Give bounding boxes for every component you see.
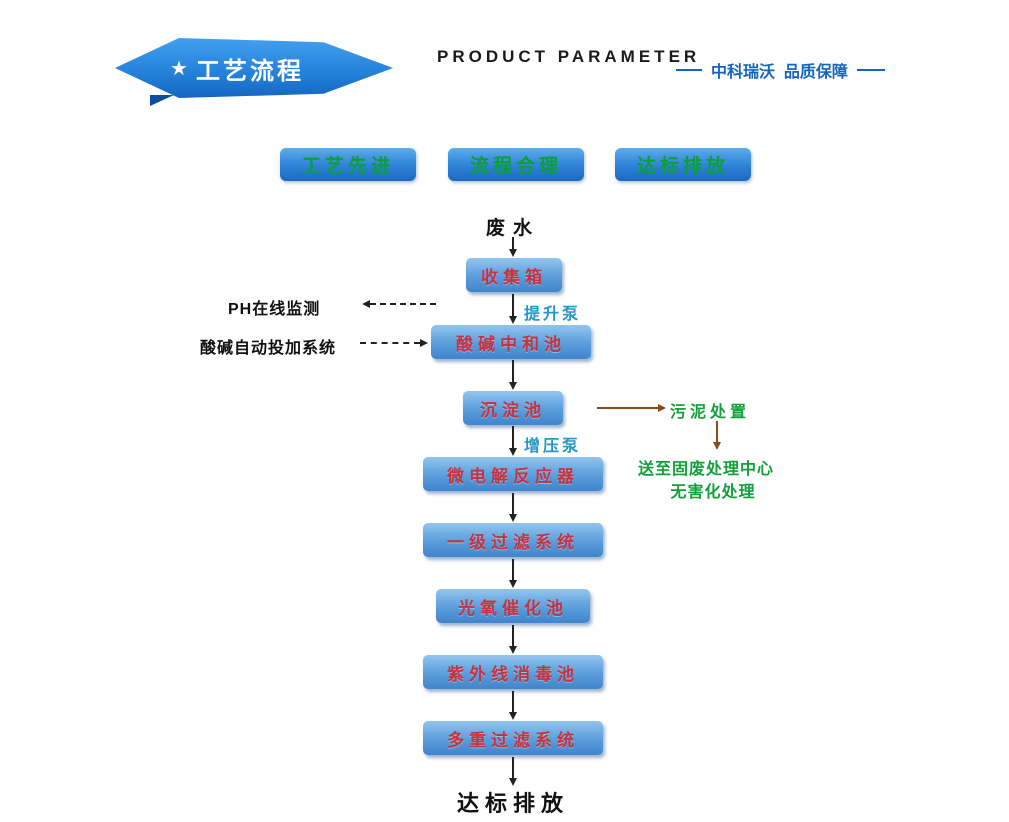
solid-waste-note-line1: 送至固废处理中心 [638, 461, 775, 478]
flow-arrow-down [509, 625, 517, 654]
badge-advanced-process: 工艺先进 [280, 148, 416, 181]
flow-arrow-down [509, 237, 517, 257]
star-icon: ★ [170, 57, 188, 80]
sludge-arrow-down [713, 421, 721, 450]
flow-arrow-down [509, 294, 517, 324]
section-title-banner: ★ 工艺流程 [115, 38, 393, 98]
flow-arrow-down [509, 493, 517, 522]
flow-node-neutralization-pool: 酸碱中和池 [431, 325, 591, 359]
flow-arrow-down [509, 757, 517, 786]
dashed-arrow-right [360, 339, 428, 347]
brand-tagline: 中科瑞沃 品质保障 [676, 58, 885, 82]
rule-line [856, 69, 885, 71]
sludge-disposal-label: 污泥处置 [670, 404, 751, 421]
flow-node-collection-box: 收集箱 [466, 258, 562, 292]
rule-line [676, 69, 702, 71]
pump-label-booster: 增压泵 [524, 438, 582, 455]
product-parameter-label: PRODUCT PARAMETER [437, 47, 701, 66]
flow-arrow-down [509, 559, 517, 588]
dosing-system-label: 酸碱自动投加系统 [200, 340, 337, 357]
banner-fold [150, 95, 174, 106]
section-title: 工艺流程 [195, 57, 304, 85]
flow-node-microelectrolysis-reactor: 微电解反应器 [423, 457, 603, 491]
flow-node-multi-filter-system: 多重过滤系统 [423, 721, 603, 755]
flow-end-label: 达标排放 [456, 791, 569, 816]
badge-reasonable-flow: 流程合理 [448, 148, 584, 181]
brand-tagline-text: 中科瑞沃 品质保障 [711, 64, 848, 81]
flow-start-label: 废水 [485, 218, 540, 239]
flow-node-photocatalytic-pool: 光氧催化池 [436, 589, 590, 623]
sludge-arrow-right [597, 404, 666, 412]
flow-node-first-stage-filter: 一级过滤系统 [423, 523, 603, 557]
badge-standard-discharge: 达标排放 [615, 148, 751, 181]
pump-label-lift: 提升泵 [524, 306, 582, 323]
flow-arrow-down [509, 691, 517, 720]
solid-waste-note-line2: 无害化处理 [670, 484, 756, 501]
flow-arrow-down [509, 426, 517, 456]
flow-arrow-down [509, 360, 517, 390]
dashed-arrow-left [362, 300, 436, 308]
ph-monitoring-label: PH在线监测 [228, 301, 321, 318]
flow-node-sedimentation-pool: 沉淀池 [463, 391, 563, 425]
flow-node-uv-disinfection-pool: 紫外线消毒池 [423, 655, 603, 689]
